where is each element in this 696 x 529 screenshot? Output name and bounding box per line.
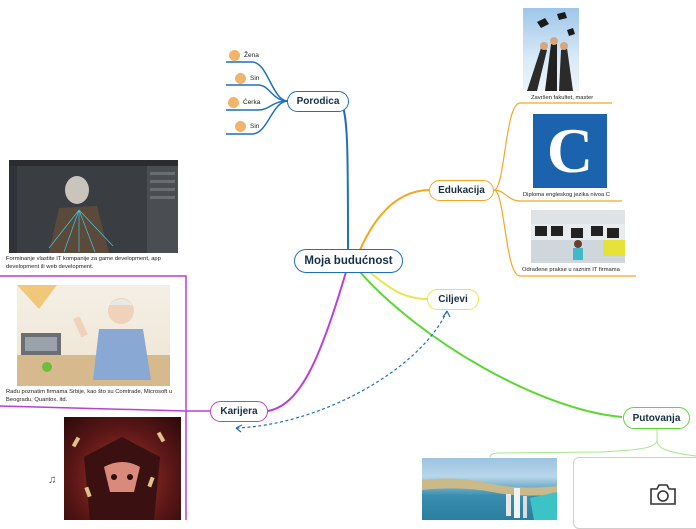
c-letter-icon: C	[546, 115, 594, 186]
branch-ciljevi-label: Ciljevi	[438, 294, 468, 305]
c-logo-image: C	[533, 114, 607, 188]
leaf-sin-2-label: Sin	[250, 123, 260, 130]
game-editor-illustration	[9, 160, 178, 253]
edukacija-item-1-caption: Završen fakultet, master	[531, 95, 594, 101]
branch-karijera[interactable]: Karijera	[210, 401, 268, 422]
branch-edukacija-label: Edukacija	[438, 185, 485, 196]
boy-emoji-icon	[235, 121, 246, 132]
leaf-cerka[interactable]: Ćerka	[228, 97, 260, 108]
boy-emoji-icon	[235, 73, 246, 84]
game-character-image	[64, 417, 181, 520]
leaf-zena-label: Žena	[244, 52, 259, 59]
woman-emoji-icon	[229, 50, 240, 61]
branch-ciljevi[interactable]: Ciljevi	[427, 289, 479, 310]
leaf-zena[interactable]: Žena	[229, 50, 259, 61]
girl-emoji-icon	[228, 97, 239, 108]
branch-karijera-label: Karijera	[220, 406, 258, 417]
branch-edukacija[interactable]: Edukacija	[429, 180, 494, 201]
branch-putovanja-label: Putovanja	[632, 412, 681, 424]
office-image	[531, 210, 625, 263]
music-note-icon: ♫	[48, 474, 57, 486]
coastline-illustration	[422, 478, 557, 520]
karijera-item-1-caption: Forminanje vlastite IT kompanije za game…	[6, 256, 161, 270]
office-worker-illustration	[17, 285, 170, 386]
office-illustration	[531, 210, 625, 263]
graduation-image	[523, 8, 579, 91]
branch-porodica[interactable]: Porodica	[287, 91, 349, 112]
game-development-image	[9, 160, 178, 253]
graduation-illustration	[527, 12, 575, 91]
leaf-cerka-label: Ćerka	[243, 99, 261, 106]
root-label: Moja budućnost	[304, 255, 393, 267]
leaf-sin-2[interactable]: Sin	[235, 121, 259, 132]
branch-porodica-label: Porodica	[296, 96, 340, 107]
edukacija-item-2-caption: Diploma engleskog jezika nivoa C	[523, 192, 610, 198]
office-worker-image	[17, 285, 170, 386]
root-node[interactable]: Moja budućnost	[294, 249, 403, 273]
branch-putovanja[interactable]: Putovanja	[623, 407, 690, 429]
camera-icon	[650, 484, 676, 505]
photo-placeholder-card[interactable]	[573, 457, 696, 529]
coastline-image	[422, 458, 557, 520]
edukacija-item-3-caption: Odrađene prakse u raznim IT firmama	[522, 267, 620, 273]
leaf-sin-1[interactable]: Sin	[235, 73, 259, 84]
leaf-sin-1-label: Sin	[250, 75, 260, 82]
game-character-illustration	[71, 431, 166, 520]
karijera-item-2-caption: Radu poznatim firmama Srbije, kao što su…	[6, 389, 173, 403]
